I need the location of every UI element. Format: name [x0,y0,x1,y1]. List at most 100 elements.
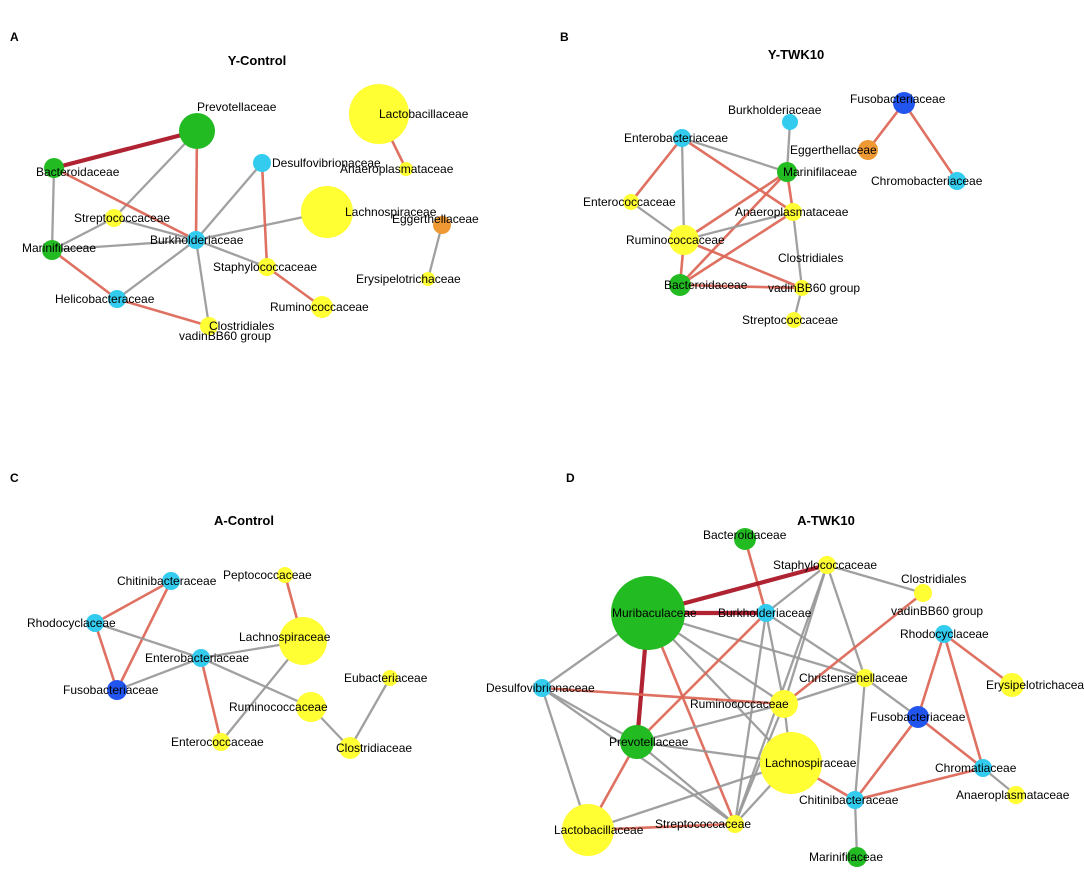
node-streptococcaceae[interactable] [786,312,802,328]
node-lachnospiraceae[interactable] [301,186,353,238]
node-burkholderiaceae[interactable] [187,231,205,249]
node-staphylococcaceae[interactable] [818,556,836,574]
panel-title: A-TWK10 [797,513,855,528]
node-fusobacteriaceae[interactable] [893,92,915,114]
node-chromobacteriaceae[interactable] [948,172,966,190]
node-enterococcaceae[interactable] [212,733,230,751]
edge-enterobacteriaceae-marinifilaceae [680,136,789,174]
node-label-lachnospiraceae: Lachnospiraceae [345,205,437,219]
node-muribaculaceae[interactable] [611,576,685,650]
edge-staphylococcaceae-burkholderiaceae [764,563,829,615]
node-label-staphylococcaceae: Staphylococcaceae [213,260,317,274]
node-enterobacteriaceae[interactable] [673,129,691,147]
node-peptococcaceae[interactable] [277,567,293,583]
node-helicobacteraceae[interactable] [108,290,126,308]
node-marinifilaceae[interactable] [847,847,867,867]
node-staphylococcaceae[interactable] [258,258,276,276]
node-clostridiaceae[interactable] [339,737,361,759]
node-anaeroplasmataceae[interactable] [399,162,413,176]
node-label-fusobacteriaceae: Fusobacteriaceae [850,92,946,106]
panel-letter: C [10,471,19,485]
node-rhodocyclaceae[interactable] [935,625,953,643]
edge-streptococcaceae-burkholderiaceae [112,216,198,242]
edge-burkholderiaceae-staphylococcaceae [194,238,269,269]
node-anaeroplasmataceae[interactable] [784,203,802,221]
node-ruminococcaceae[interactable] [770,690,798,718]
node-eggerthellaceae[interactable] [858,140,878,160]
edge-marinifilaceae-bacteroidaceae [678,170,789,287]
node-lachnospiraceae[interactable] [279,617,327,665]
node-label-burkholderiaceae: Burkholderiaceae [150,233,244,247]
edge-prevotellaceae-burkholderiaceae [194,129,199,242]
edge-enterobacteriaceae-ruminococcaceae [199,656,313,709]
node-label-marinifilaceae: Marinifilaceae [809,850,883,864]
node-bacteroidaceae[interactable] [44,158,64,178]
edge-bacteroidaceae-marinifilaceae [50,166,56,252]
node-eggerthellaceae[interactable] [433,216,451,234]
node-prevotellaceae[interactable] [179,113,215,149]
node-clostridiales[interactable] [794,280,810,296]
node-label-bacteroidaceae: Bacteroidaceae [664,278,748,292]
node-enterobacteriaceae[interactable] [192,649,210,667]
node-ruminococcaceae[interactable] [296,692,326,722]
node-enterococcaceae[interactable] [623,194,639,210]
node-marinifilaceae[interactable] [777,162,797,182]
node-label-prevotellaceae: Prevotellaceae [609,735,689,749]
edge-helicobacteraceae-burkholderiaceae [115,238,198,301]
panel-title: A-Control [214,513,274,528]
node-erysipelotrichaceae[interactable] [421,272,435,286]
node-lactobacillaceae[interactable] [349,84,409,144]
node-label-bacteroidaceae: Bacteroidaceae [36,165,120,179]
edge-burkholderiaceae-prevotellaceae [635,611,768,744]
node-desulfovibrionaceae[interactable] [533,679,551,697]
node-ruminococcaceae[interactable] [311,296,333,318]
node-marinifilaceae[interactable] [42,240,62,260]
edge-marinifilaceae-ruminococcaceae [682,170,789,242]
edge-anaeroplasmataceae-ruminococcaceae [682,210,795,242]
node-layer [623,92,966,328]
node-chitinibacteraceae[interactable] [846,791,864,809]
node-lachnospiraceae[interactable] [760,732,822,794]
node-fusobacteriaceae[interactable] [907,706,929,728]
node-label-ruminococcaceae: Ruminococcaceae [626,233,725,247]
node-label-lactobacillaceae: Lactobacillaceae [554,823,644,837]
node-label-anaeroplasmataceae: Anaeroplasmataceae [340,162,454,176]
panel-b: BY-TWK10BurkholderiaceaeFusobacteriaceae… [560,30,983,328]
node-clostridiales[interactable] [200,317,218,335]
edge-staphylococcaceae-christensenellaceae [825,563,867,680]
node-clostridiales[interactable] [914,584,932,602]
node-label-eggerthellaceae: Eggerthellaceae [790,143,877,157]
node-label-enterococcaceae: Enterococcaceae [171,735,264,749]
node-rhodocyclaceae[interactable] [86,614,104,632]
node-label-helicobacteraceae: Helicobacteraceae [55,292,155,306]
node-label-clostridiaceae: Clostridiaceae [336,741,412,755]
node-burkholderiaceae[interactable] [757,604,775,622]
node-label-rhodocyclaceae: Rhodocyclaceae [27,616,116,630]
node-label-clostridiales: Clostridiales [778,251,843,265]
edge-prevotellaceae-streptococcaceae [112,129,199,220]
node-fusobacteriaceae[interactable] [107,680,127,700]
node-label-muribaculaceae: Muribaculaceae [612,606,697,620]
node-ruminococcaceae[interactable] [669,225,699,255]
node-streptococcaceae[interactable] [105,209,123,227]
edge-chitinibacteraceae-fusobacteriaceae [115,579,173,692]
node-bacteroidaceae[interactable] [734,528,756,550]
node-anaeroplasmataceae[interactable] [1007,786,1025,804]
node-bacteroidaceae[interactable] [669,274,691,296]
node-lactobacillaceae[interactable] [562,804,614,856]
node-burkholderiaceae[interactable] [782,114,798,130]
node-label-ruminococcaceae: Ruminococcaceae [229,700,328,714]
node-eubacteriaceae[interactable] [382,670,398,686]
node-desulfovibrionaceae[interactable] [253,154,271,172]
node-streptococcaceae[interactable] [726,815,744,833]
node-christensenellaceae[interactable] [856,669,874,687]
node-chromatiaceae[interactable] [974,759,992,777]
node-erysipelotrichaceae[interactable] [1000,673,1024,697]
edge-prevotellaceae-streptococcaceae [635,740,737,826]
edge-muribaculaceae-streptococcaceae [646,611,737,826]
panel-title: Y-Control [228,53,287,68]
edge-lachnospiraceae-lactobacillaceae [586,761,793,832]
node-chitinibacteraceae[interactable] [162,572,180,590]
node-prevotellaceae[interactable] [620,725,654,759]
node-label-erysipelotrichaceae: Erysipelotrichaceae [986,678,1084,692]
